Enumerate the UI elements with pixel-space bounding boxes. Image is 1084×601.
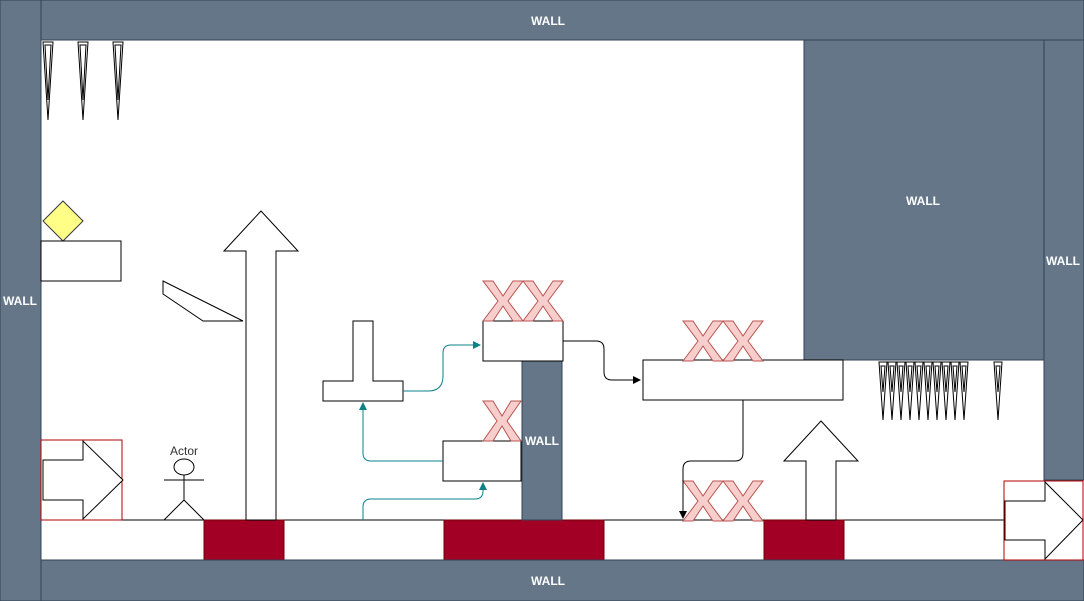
up-arrow-icon [222,210,300,521]
spike-icon [42,41,124,121]
hazard-blocks [203,519,845,561]
up-arrow-icon [782,420,860,521]
wall-bottom [40,559,1084,601]
wall-right-label: WALL [1046,254,1080,268]
platform-wide [642,359,844,401]
hazard-block [443,519,605,561]
platform-lower [442,440,522,482]
wall-block-label: WALL [906,194,940,208]
floor-segment [283,519,445,561]
right-arrow-icon [1004,480,1084,561]
wall-top-label: WALL [531,14,565,28]
floor-segment [843,519,1005,561]
flow-arrow [563,340,641,384]
wall-block [803,39,1045,361]
flow-arrows [359,341,487,520]
right-arrow-icon [42,439,124,521]
wall-bottom-label: WALL [531,574,565,588]
spike-icon [878,361,1003,421]
floor-segment [40,519,205,561]
flow-arrow [679,400,744,519]
ramp [162,280,244,322]
platform-upper [482,320,564,362]
wall-right [1043,39,1084,481]
wall-left [0,0,42,601]
wall-pillar-label: WALL [525,434,559,448]
hazard-block [203,519,285,561]
t-platform [322,320,404,402]
actor-label: Actor [170,444,198,458]
flow-arrow [359,402,443,462]
floor-segment [603,519,765,561]
flow-arrow [403,341,481,392]
diamond-icon [42,200,84,242]
wall-pillar [521,359,563,521]
wall-left-label: WALL [3,294,37,308]
flow-arrow [362,482,487,520]
hazard-block [763,519,845,561]
goal-ledge [40,240,122,282]
flow-arrows-black [563,340,744,519]
x-mark-icon [482,280,764,522]
actor [163,458,205,521]
